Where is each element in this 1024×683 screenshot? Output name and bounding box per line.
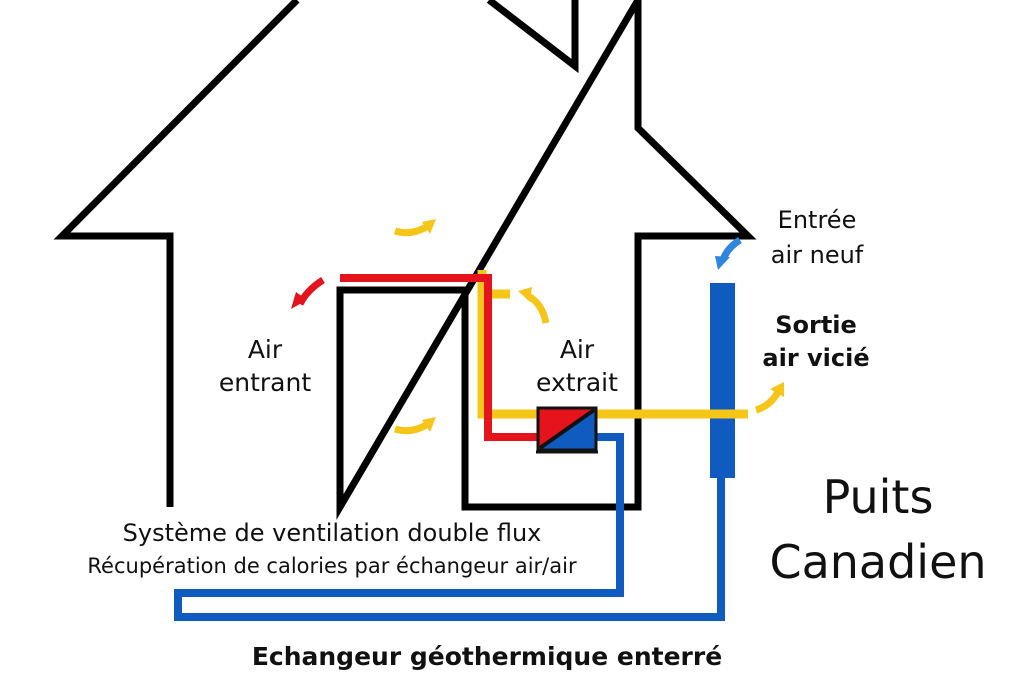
label-sortie-1: Sortie bbox=[775, 311, 857, 339]
supply-duct bbox=[340, 274, 540, 441]
intake-column bbox=[710, 283, 735, 478]
system-subtitle: Récupération de calories par échangeur a… bbox=[87, 554, 577, 578]
yellow-arrow-curl-icon bbox=[518, 287, 550, 324]
exhaust-duct bbox=[477, 270, 748, 419]
label-air-entrant-1: Air bbox=[248, 335, 283, 364]
label-entree-1: Entrée bbox=[778, 206, 857, 234]
heat-exchanger bbox=[536, 406, 598, 454]
label-sortie-2: air vicié bbox=[762, 344, 869, 372]
house-outline bbox=[53, 0, 757, 520]
label-puits-2: Canadien bbox=[769, 535, 986, 589]
label-puits-1: Puits bbox=[823, 470, 934, 524]
label-air-extrait-1: Air bbox=[560, 335, 595, 364]
geothermal-pipe bbox=[174, 433, 725, 621]
red-arrow-icon bbox=[291, 277, 325, 309]
label-air-extrait-2: extrait bbox=[536, 368, 618, 397]
yellow-arrow-middle-icon bbox=[394, 417, 436, 435]
yellow-arrow-exit-icon bbox=[754, 382, 784, 414]
label-entree-2: air neuf bbox=[771, 241, 864, 269]
label-air-entrant-2: entrant bbox=[219, 368, 311, 397]
system-title: Système de ventilation double flux bbox=[123, 519, 542, 547]
blue-arrow-inlet-icon bbox=[715, 237, 742, 270]
yellow-arrow-top-icon bbox=[394, 219, 436, 237]
bottom-label: Echangeur géothermique enterré bbox=[252, 642, 722, 671]
